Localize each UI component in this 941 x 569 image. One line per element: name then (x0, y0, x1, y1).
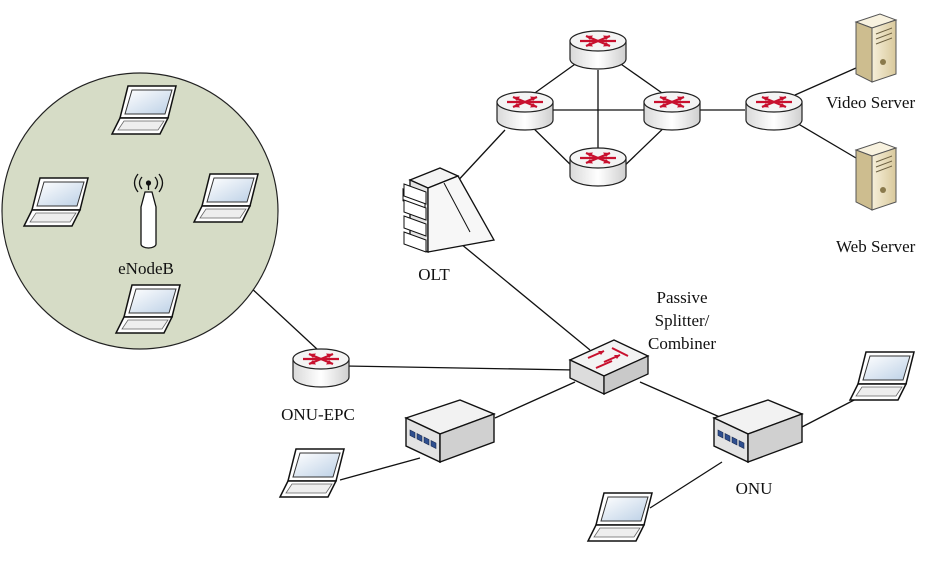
link-onu-left-laptop (339, 457, 421, 481)
splitter-label-line2: Splitter/ (655, 311, 710, 330)
laptop-icon (587, 492, 653, 542)
onu-box-icon (405, 399, 495, 463)
router-icon (568, 146, 628, 188)
video-server-label: Video Server (826, 93, 915, 112)
router-icon (568, 29, 628, 71)
onu-epc-label: ONU-EPC (281, 405, 355, 424)
link-edge-web-server (794, 121, 857, 159)
link-onu-epc-splitter (344, 365, 576, 371)
onu-label: ONU (736, 479, 773, 498)
link-olt-splitter (443, 229, 591, 351)
antenna-icon (133, 173, 164, 249)
router-icon (744, 90, 804, 132)
router-icon (495, 90, 555, 132)
olt-label: OLT (418, 265, 450, 284)
laptop-icon (279, 448, 345, 498)
router-icon (642, 90, 702, 132)
link-olt-router-left (452, 129, 506, 187)
splitter-label-line3: Combiner (648, 334, 716, 353)
server-tower-icon (855, 141, 897, 211)
link-onu-right-laptop-top (799, 397, 859, 429)
link-splitter-onu-right (639, 381, 723, 419)
link-onu-right-laptop-bottom (649, 461, 723, 509)
router-icon (291, 347, 351, 389)
onu-box-icon (713, 399, 803, 463)
enodeb-label: eNodeB (118, 259, 174, 278)
splitter-switch-icon (568, 339, 650, 396)
server-tower-icon (855, 13, 897, 83)
link-edge-video-server (794, 67, 857, 96)
wireless-cell (1, 72, 279, 350)
splitter-label-line1: Passive (657, 288, 708, 307)
laptop-icon (849, 351, 915, 401)
olt-rack-icon (402, 167, 496, 254)
web-server-label: Web Server (836, 237, 916, 256)
link-splitter-onu-left (494, 381, 576, 419)
